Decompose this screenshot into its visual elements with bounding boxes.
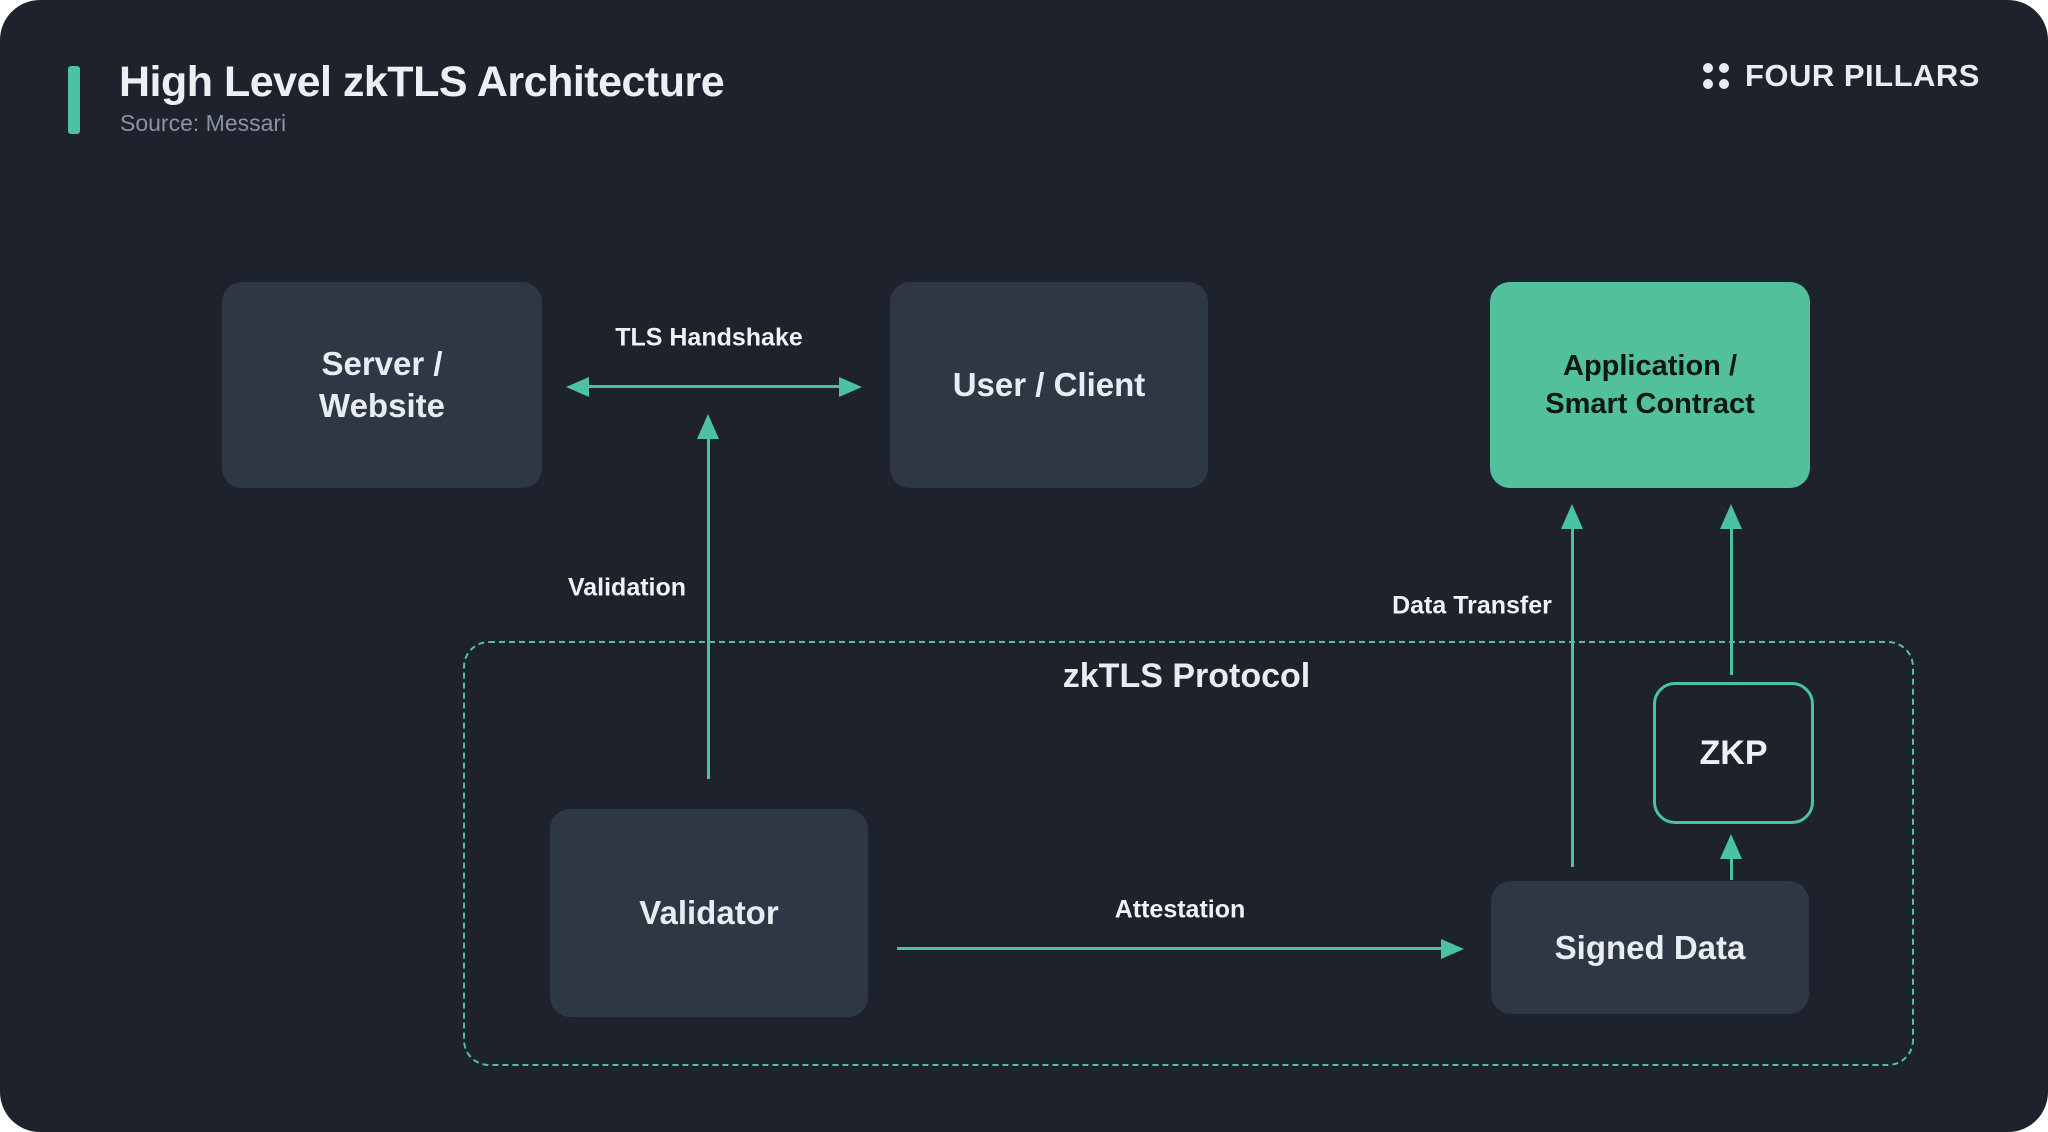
- node-signed-data: Signed Data: [1491, 881, 1809, 1014]
- tls-handshake-label: TLS Handshake: [615, 323, 803, 352]
- zktls-protocol-label: zkTLS Protocol: [1062, 657, 1311, 695]
- node-user-client: User / Client: [890, 282, 1208, 488]
- data-transfer-label: Data Transfer: [1392, 591, 1552, 620]
- arrow-line: [1730, 857, 1733, 880]
- arrow-line: [707, 436, 710, 779]
- arrowhead-up-icon: [697, 414, 719, 439]
- arrowhead-up-icon: [1720, 834, 1742, 859]
- arrow-line: [897, 947, 1443, 950]
- zktls-protocol-boundary: [463, 641, 1914, 1066]
- four-dots-icon: [1702, 63, 1729, 89]
- arrowhead-right-icon: [839, 377, 862, 397]
- node-server-website: Server / Website: [222, 282, 542, 488]
- node-validator: Validator: [550, 809, 868, 1017]
- page-title: High Level zkTLS Architecture: [119, 58, 725, 106]
- source-caption: Source: Messari: [120, 110, 287, 136]
- node-application-smart-contract: Application / Smart Contract: [1490, 282, 1810, 488]
- arrow-line: [586, 385, 844, 388]
- title-accent-bar: [68, 66, 80, 134]
- arrow-line: [1730, 527, 1733, 675]
- arrowhead-right-icon: [1441, 939, 1464, 959]
- attestation-label: Attestation: [1114, 895, 1246, 924]
- brand-name: FOUR PILLARS: [1744, 58, 1980, 93]
- arrowhead-up-icon: [1561, 504, 1583, 529]
- arrowhead-up-icon: [1720, 504, 1742, 529]
- node-zkp: ZKP: [1653, 682, 1814, 824]
- arrowhead-left-icon: [566, 377, 589, 397]
- validation-label: Validation: [567, 573, 687, 602]
- brand-logo: FOUR PILLARS: [1702, 58, 1980, 94]
- arrow-line: [1571, 527, 1574, 867]
